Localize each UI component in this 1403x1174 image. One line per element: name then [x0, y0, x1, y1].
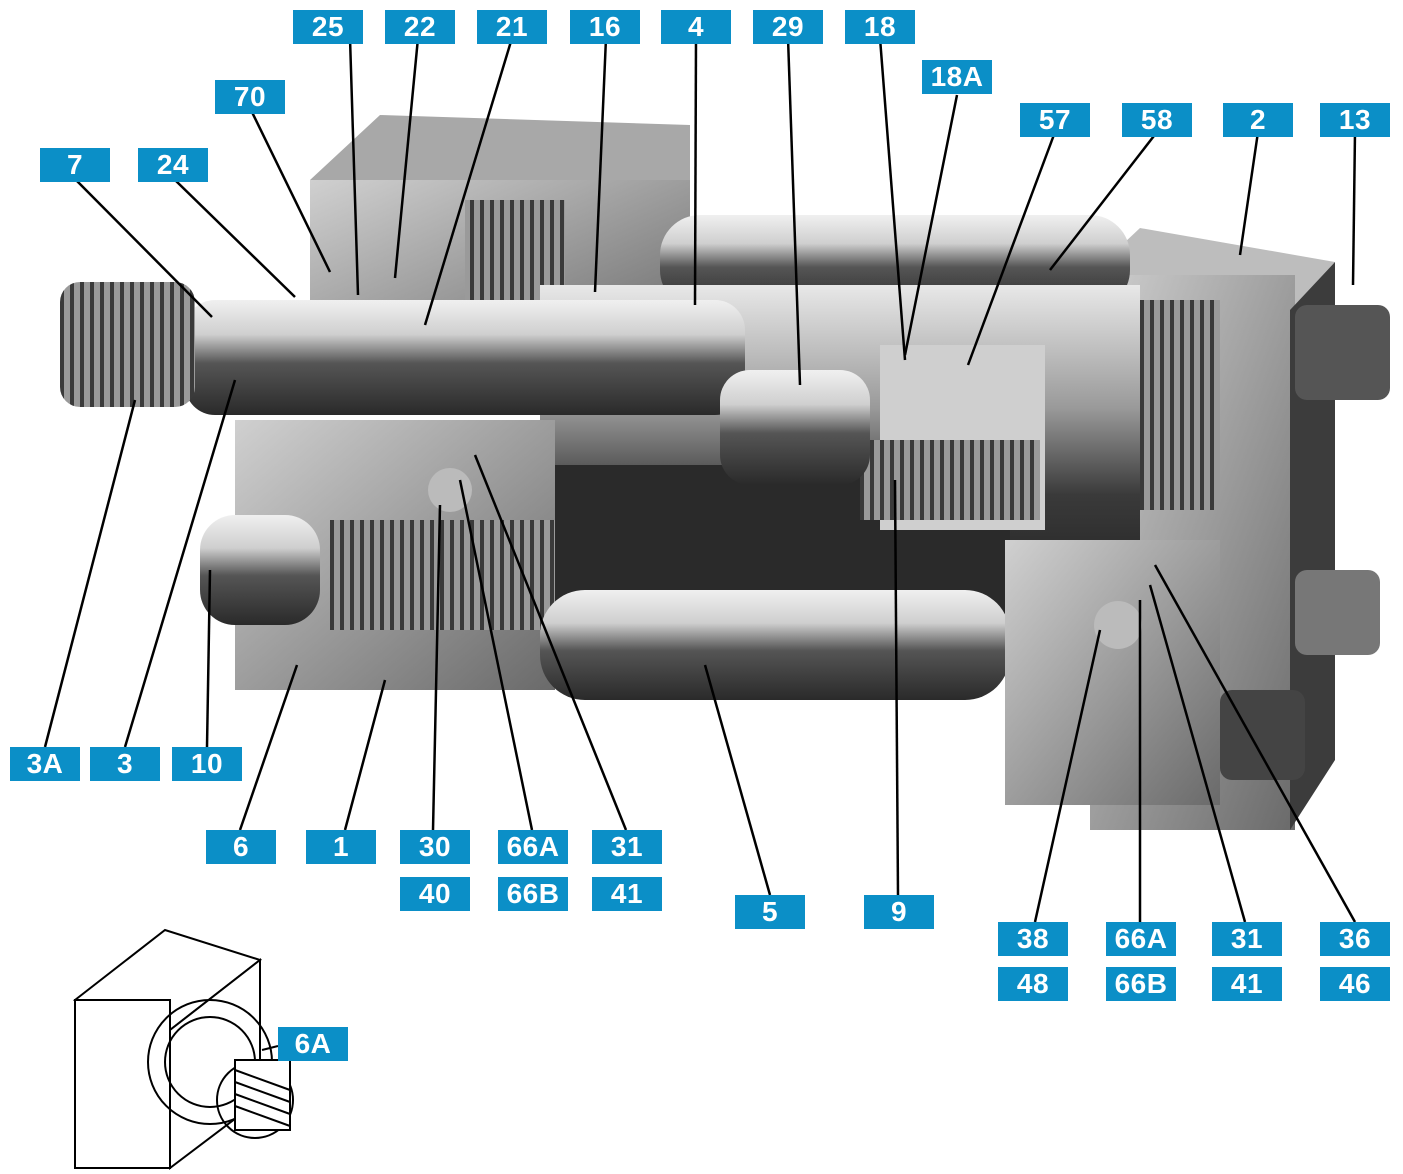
callout-3[interactable]: 3 [90, 747, 160, 781]
callout-66b-front[interactable]: 66B [498, 877, 568, 911]
callout-6[interactable]: 6 [206, 830, 276, 864]
callout-4[interactable]: 4 [661, 10, 731, 44]
callout-66b-rear[interactable]: 66B [1106, 967, 1176, 1001]
callout-21[interactable]: 21 [477, 10, 547, 44]
callout-31-front[interactable]: 31 [592, 830, 662, 864]
callout-41-front[interactable]: 41 [592, 877, 662, 911]
callout-22[interactable]: 22 [385, 10, 455, 44]
callout-41-rear[interactable]: 41 [1212, 967, 1282, 1001]
inset-flange-sketch [72, 928, 294, 1171]
callout-36[interactable]: 36 [1320, 922, 1390, 956]
callout-40[interactable]: 40 [400, 877, 470, 911]
callout-5[interactable]: 5 [735, 895, 805, 929]
callout-13[interactable]: 13 [1320, 103, 1390, 137]
callout-9[interactable]: 9 [864, 895, 934, 929]
screw-head-front [428, 468, 472, 512]
callout-70[interactable]: 70 [215, 80, 285, 114]
callout-2[interactable]: 2 [1223, 103, 1293, 137]
screw-head [1094, 601, 1142, 649]
callout-25[interactable]: 25 [293, 10, 363, 44]
callout-6a[interactable]: 6A [278, 1027, 348, 1061]
callout-31-rear[interactable]: 31 [1212, 922, 1282, 956]
callout-7[interactable]: 7 [40, 148, 110, 182]
callout-66a-front[interactable]: 66A [498, 830, 568, 864]
callout-18a[interactable]: 18A [922, 60, 992, 94]
callout-58[interactable]: 58 [1122, 103, 1192, 137]
front-lower-block [200, 420, 555, 690]
callout-46[interactable]: 46 [1320, 967, 1390, 1001]
leader-lines [43, 37, 1357, 923]
callout-66a-rear[interactable]: 66A [1106, 922, 1176, 956]
tie-rod-bottom [540, 590, 1010, 700]
callout-38[interactable]: 38 [998, 922, 1068, 956]
callout-29[interactable]: 29 [753, 10, 823, 44]
callout-1[interactable]: 1 [306, 830, 376, 864]
callout-3a[interactable]: 3A [10, 747, 80, 781]
callout-30[interactable]: 30 [400, 830, 470, 864]
callout-18[interactable]: 18 [845, 10, 915, 44]
piston-rod [60, 282, 870, 485]
callout-48[interactable]: 48 [998, 967, 1068, 1001]
callout-10[interactable]: 10 [172, 747, 242, 781]
callout-16[interactable]: 16 [570, 10, 640, 44]
rear-lower-block [1005, 540, 1220, 805]
callout-57[interactable]: 57 [1020, 103, 1090, 137]
callout-24[interactable]: 24 [138, 148, 208, 182]
